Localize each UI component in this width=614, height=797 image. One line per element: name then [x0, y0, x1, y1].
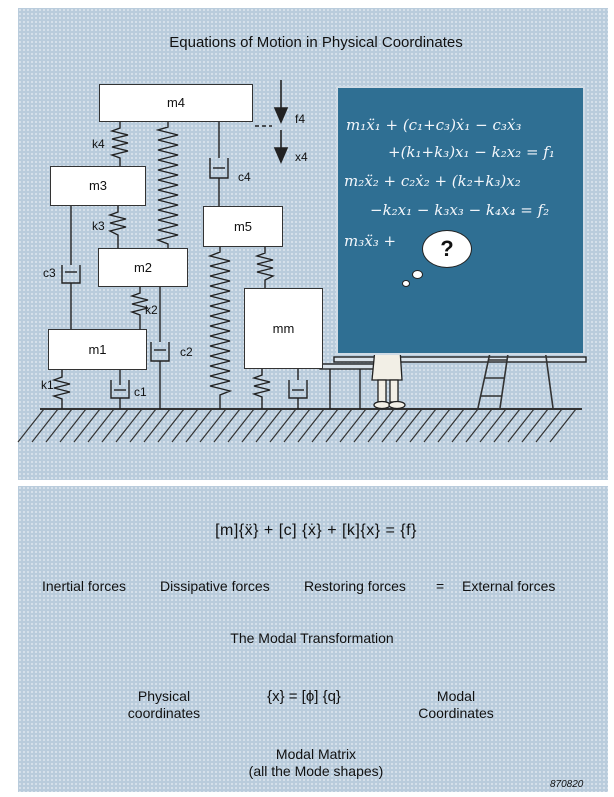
mass-mm: mm — [244, 288, 323, 369]
label-external-forces: External forces — [462, 578, 555, 594]
hatch-line — [550, 409, 576, 442]
hatch-line — [494, 409, 520, 442]
hatch-line — [480, 409, 506, 442]
hatch-line — [354, 409, 380, 442]
label-k4: k4 — [92, 137, 105, 151]
thought-dot-2 — [402, 280, 410, 287]
ground-hatching — [18, 409, 582, 442]
question-mark-icon: ? — [440, 236, 453, 262]
board-stand — [320, 357, 586, 409]
hatch-line — [452, 409, 478, 442]
force-and-displacement-arrows — [255, 80, 287, 162]
hatch-line — [396, 409, 422, 442]
label-dissipative-forces: Dissipative forces — [160, 578, 270, 594]
mass-m3: m3 — [50, 166, 146, 206]
board-line-3: m₂ẍ₂ + c₂ẋ₂ + (k₂+k₃)x₂ — [344, 172, 521, 190]
label-c4: c4 — [238, 170, 251, 184]
hatch-line — [88, 409, 114, 442]
spring-m4-m2 — [158, 121, 178, 248]
label-c2: c2 — [180, 345, 193, 359]
hatch-line — [522, 409, 548, 442]
mass-m2: m2 — [98, 248, 188, 287]
hatch-line — [424, 409, 450, 442]
spring-mm-ground — [254, 369, 270, 409]
hatch-line — [200, 409, 226, 442]
mass-m4: m4 — [99, 84, 253, 122]
hatch-line — [340, 409, 366, 442]
spring-m5-ground — [210, 247, 230, 409]
label-physical-coordinates: Physical coordinates — [128, 688, 200, 722]
label-k2: k2 — [145, 303, 158, 317]
hatch-line — [382, 409, 408, 442]
label-modal-coordinates: Modal Coordinates — [418, 688, 494, 722]
panel-title: Equations of Motion in Physical Coordina… — [169, 34, 463, 51]
spring-k4 — [112, 121, 128, 166]
label-inertial-forces: Inertial forces — [42, 578, 126, 594]
hatch-line — [172, 409, 198, 442]
thought-dot-1 — [412, 270, 423, 279]
damper-c4 — [210, 121, 228, 206]
hatch-line — [186, 409, 212, 442]
hatch-line — [116, 409, 142, 442]
modal-transformation-title: The Modal Transformation — [230, 630, 393, 646]
hatch-line — [228, 409, 254, 442]
label-c1: c1 — [134, 385, 147, 399]
spring-k1 — [54, 370, 70, 409]
hatch-line — [46, 409, 72, 442]
damper-c1 — [111, 370, 129, 409]
hatch-line — [158, 409, 184, 442]
hatch-line — [410, 409, 436, 442]
hatch-line — [312, 409, 338, 442]
label-f4: f4 — [295, 112, 305, 126]
board-line-1: m₁ẍ₁ + (c₁+c₃)ẋ₁ − c₃ẋ₃ — [346, 116, 521, 134]
spring-m5-mm — [257, 247, 273, 288]
hatch-line — [368, 409, 394, 442]
mass-m5: m5 — [203, 206, 283, 247]
mass-m1: m1 — [48, 329, 147, 370]
label-k3: k3 — [92, 219, 105, 233]
board-line-5: m₃ẍ₃ + — [344, 232, 396, 250]
label-modal-matrix: Modal Matrix (all the Mode shapes) — [249, 746, 384, 780]
label-restoring-forces: Restoring forces — [304, 578, 406, 594]
thought-bubble: ? — [422, 230, 472, 268]
hatch-line — [60, 409, 86, 442]
board-line-2: +(k₁+k₃)x₁ − k₂x₂ = f₁ — [388, 143, 555, 161]
hatch-line — [256, 409, 282, 442]
hatch-line — [242, 409, 268, 442]
modal-equation: {x} = [ϕ] {q} — [267, 688, 341, 705]
hatch-line — [18, 409, 44, 442]
label-c3: c3 — [43, 266, 56, 280]
hatch-line — [102, 409, 128, 442]
hatch-line — [466, 409, 492, 442]
hatch-line — [32, 409, 58, 442]
label-equals: = — [436, 578, 444, 594]
chalkboard: m₁ẍ₁ + (c₁+c₃)ẋ₁ − c₃ẋ₃ +(k₁+k₃)x₁ − … — [336, 86, 585, 355]
damper-mm-ground — [289, 369, 307, 409]
hatch-line — [214, 409, 240, 442]
spring-k3 — [110, 206, 126, 248]
board-line-4: −k₂x₁ − k₃x₃ − k₄x₄ = f₂ — [370, 201, 549, 219]
hatch-line — [74, 409, 100, 442]
hatch-line — [326, 409, 352, 442]
label-x4: x4 — [295, 150, 308, 164]
equation-of-motion: [m]{ẍ} + [c] {ẋ} + [k]{x} = {f} — [215, 522, 417, 540]
figure-number: 870820 — [550, 779, 583, 790]
label-k1: k1 — [41, 378, 54, 392]
hatch-line — [144, 409, 170, 442]
hatch-line — [130, 409, 156, 442]
damper-c3 — [62, 206, 80, 329]
hatch-line — [536, 409, 562, 442]
hatch-line — [438, 409, 464, 442]
hatch-line — [270, 409, 296, 442]
hatch-line — [298, 409, 324, 442]
hatch-line — [508, 409, 534, 442]
hatch-line — [284, 409, 310, 442]
